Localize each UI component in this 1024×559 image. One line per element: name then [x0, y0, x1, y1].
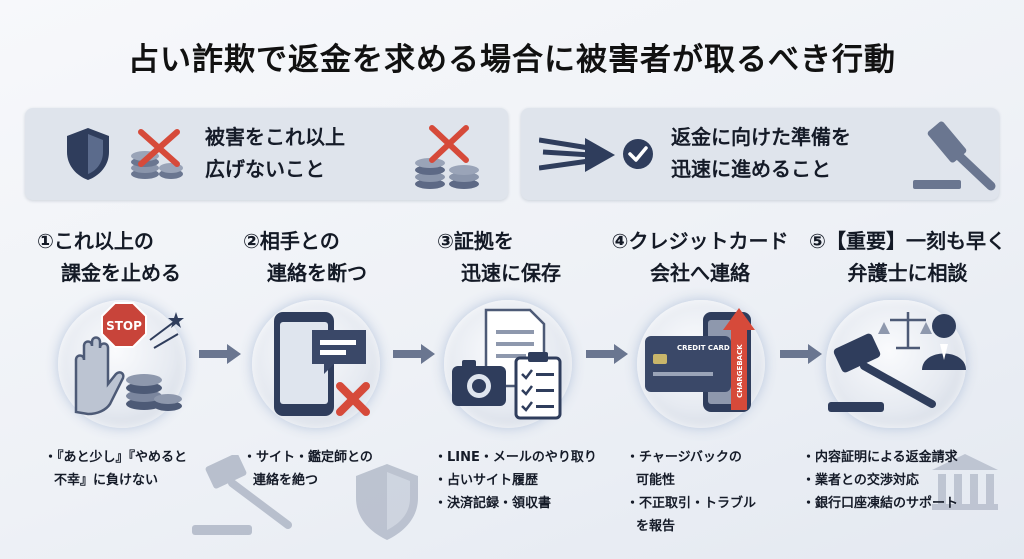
- arrow-right-icon: [199, 344, 241, 364]
- bullet-item: ・チャージバックの: [626, 450, 742, 465]
- step-2-illustration: [252, 300, 380, 428]
- step-title-line: 課金を止める: [61, 261, 181, 285]
- step-1-illustration: STOP: [58, 300, 186, 428]
- bullet-item: を報告: [636, 519, 676, 534]
- shield-icon: [356, 464, 418, 540]
- arrow-right-icon: [393, 344, 435, 364]
- speed-arrow-icon: [539, 137, 615, 172]
- raised-hand-icon: [74, 336, 125, 416]
- courthouse-icon: [932, 454, 998, 510]
- step-title-line: ④クレジットカード: [611, 229, 789, 253]
- step-title-line: ①これ以上の: [37, 229, 154, 253]
- step-3-illustration: [444, 300, 572, 428]
- scales-of-justice-icon: [878, 312, 932, 350]
- step-5-illustration: [826, 300, 966, 428]
- step-2-title: ②相手との 連絡を断つ: [243, 225, 367, 289]
- shield-icon: [67, 128, 109, 180]
- step-1-bullets: ・『あと少し』『やめると 不幸』に負けない: [44, 446, 187, 492]
- step-5-bullets: ・内容証明による返金請求 ・業者との交渉対応 ・銀行口座凍結のサポート: [802, 446, 958, 515]
- clipboard-checklist-icon: [514, 352, 562, 420]
- banner-line: 返金に向けた準備を: [671, 125, 851, 149]
- bullet-item: ・サイト・鑑定師との: [243, 450, 373, 465]
- step-title-line: 連絡を断つ: [267, 261, 367, 285]
- bullet-item: ・内容証明による返金請求: [802, 450, 958, 465]
- coins-cross-icon: [131, 129, 183, 179]
- banner-line: 迅速に進めること: [671, 157, 831, 181]
- bullet-item: ・『あと少し』『やめると: [44, 450, 188, 465]
- bullet-item: ・不正取引・トラブル: [626, 496, 757, 511]
- coins-cross-icon: [415, 125, 479, 189]
- step-title-line: ②相手との: [243, 229, 340, 253]
- step-1-title: ①これ以上の 課金を止める: [37, 225, 181, 289]
- step-title-line: 会社へ連絡: [650, 261, 750, 285]
- stop-sign-icon: STOP: [101, 302, 147, 348]
- step-title-line: 弁護士に相談: [847, 261, 968, 285]
- bullet-item: ・業者との交渉対応: [802, 473, 919, 488]
- bullet-item: ・銀行口座凍結のサポート: [802, 496, 959, 511]
- red-cross-icon: [336, 382, 370, 416]
- credit-card-label: CREDIT CARD: [677, 344, 730, 352]
- check-circle-icon: [623, 139, 653, 169]
- arrow-right-icon: [780, 344, 822, 364]
- banner-prepare-refund: 返金に向けた準備を 迅速に進めること: [521, 108, 999, 200]
- chat-bubble-icon: [312, 330, 366, 374]
- banner-line: 被害をこれ以上: [205, 125, 345, 149]
- bullet-item: 可能性: [636, 473, 676, 488]
- credit-card-icon: CREDIT CARD: [645, 336, 731, 392]
- arrow-right-icon: [586, 344, 628, 364]
- step-4-title: ④クレジットカード 会社へ連絡: [600, 225, 800, 289]
- banner-stop-damage: 被害をこれ以上 広げないこと: [25, 108, 508, 200]
- stop-sign-label: STOP: [106, 319, 142, 333]
- banner-line: 広げないこと: [205, 157, 325, 181]
- bullet-item: ・LINE・メールのやり取り: [434, 450, 597, 465]
- coins-icon: [126, 374, 182, 411]
- lawyer-icon: [922, 314, 966, 370]
- gavel-icon: [828, 333, 936, 412]
- camera-icon: [452, 360, 506, 406]
- chargeback-label: CHARGEBACK: [736, 344, 744, 398]
- page-title: 占い詐欺で返金を求める場合に被害者が取るべき行動: [128, 42, 896, 78]
- step-3-title: ③証拠を 迅速に保存: [437, 225, 561, 289]
- step-title-line: ⑤【重要】一刻も早く: [809, 229, 1006, 253]
- gavel-icon: [913, 121, 996, 191]
- step-title-line: 迅速に保存: [461, 261, 561, 285]
- step-title-line: ③証拠を: [437, 229, 514, 253]
- bullet-item: ・決済記録・領収書: [434, 496, 552, 511]
- bullet-item: 連絡を絶つ: [253, 473, 319, 488]
- gavel-icon: [192, 455, 292, 535]
- sparkle-icon: [149, 312, 184, 349]
- bullet-item: ・占いサイト履歴: [434, 473, 539, 488]
- step-4-illustration: CREDIT CARD CHARGEBACK: [637, 300, 765, 428]
- step-3-bullets: ・LINE・メールのやり取り ・占いサイト履歴 ・決済記録・領収書: [434, 446, 597, 515]
- step-4-bullets: ・チャージバックの 可能性 ・不正取引・トラブル を報告: [626, 446, 756, 538]
- chargeback-arrow-icon: CHARGEBACK: [723, 308, 755, 410]
- step-5-title: ⑤【重要】一刻も早く 弁護士に相談: [800, 225, 1015, 289]
- step-2-bullets: ・サイト・鑑定師との 連絡を絶つ: [243, 446, 373, 492]
- bullet-item: 不幸』に負けない: [54, 473, 159, 488]
